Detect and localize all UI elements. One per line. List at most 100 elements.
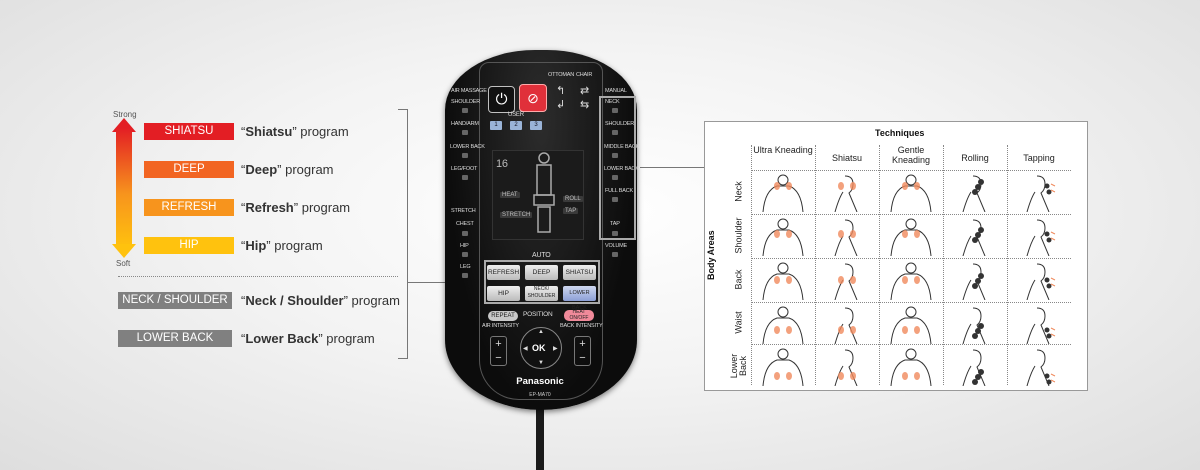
- techniques-title: Techniques: [875, 128, 925, 138]
- dpad-left-icon[interactable]: ◀: [523, 346, 528, 352]
- dpad-up-icon[interactable]: ▲: [538, 329, 544, 335]
- remote-cord: [536, 400, 544, 470]
- power-button[interactable]: ⏻: [488, 86, 515, 113]
- grid-line: [751, 214, 1071, 215]
- badge-hip: HIP: [144, 237, 234, 254]
- power-icon: ⏻: [495, 91, 508, 108]
- led-tap: [612, 231, 618, 236]
- col-gentle-kneading: Gentle Kneading: [891, 145, 931, 165]
- label-air-massage: AIR MASSAGE: [451, 88, 487, 94]
- technique-cell-illustration: [834, 263, 858, 300]
- badge-deep: DEEP: [144, 161, 234, 178]
- model-number: EP-MA70: [529, 392, 551, 398]
- dpad-down-icon[interactable]: ▼: [538, 360, 544, 366]
- lcd-tag-heat: HEAT: [500, 192, 520, 198]
- technique-cell-illustration: [962, 219, 986, 256]
- label-manual: MANUAL: [605, 88, 627, 94]
- ottoman-up-button[interactable]: ↰: [556, 85, 566, 97]
- lcd-chair-icon: [533, 152, 555, 233]
- label-neck: NECK: [605, 99, 620, 105]
- ottoman-down-button[interactable]: ↲: [556, 99, 566, 111]
- stop-icon: ⊘: [527, 90, 539, 106]
- chair-recline-button[interactable]: ⇄: [580, 85, 590, 97]
- back-intensity-stepper[interactable]: +−: [574, 336, 591, 366]
- technique-cell-illustration: [1026, 263, 1056, 300]
- technique-cell-illustration: [762, 174, 804, 212]
- label-ottoman: OTTOMAN: [548, 72, 574, 78]
- led-full-back: [612, 197, 618, 202]
- label-stretch: STRETCH: [451, 208, 476, 214]
- user-3-button[interactable]: 3: [530, 121, 542, 130]
- program-text-refresh: “Refresh” program: [241, 200, 351, 215]
- lcd-tag-tap: TAP: [563, 208, 579, 214]
- technique-cell-illustration: [1026, 219, 1056, 256]
- user-1-button[interactable]: 1: [490, 121, 502, 130]
- led-shoulder-air: [462, 108, 468, 113]
- badge-shiatsu: SHIATSU: [144, 123, 234, 140]
- technique-cell-illustration: [834, 219, 858, 256]
- technique-cell-illustration: [1026, 175, 1056, 212]
- grid-line: [751, 170, 1071, 171]
- dpad-right-icon[interactable]: ▶: [553, 346, 558, 352]
- auto-deep-button[interactable]: DEEP: [525, 265, 558, 280]
- label-chest: CHEST: [456, 221, 474, 227]
- auto-hip-button[interactable]: HIP: [487, 286, 520, 301]
- grid-line: [1007, 145, 1008, 385]
- auto-neck-shoulder-button[interactable]: NECK/ SHOULDER: [525, 286, 558, 301]
- position-dpad[interactable]: [520, 327, 562, 369]
- label-shoulder: SHOULDER: [605, 121, 634, 127]
- label-leg-foot: LEG/FOOT: [451, 166, 478, 172]
- stop-button[interactable]: ⊘: [519, 84, 547, 112]
- manual-highlight-box: [599, 96, 636, 240]
- chair-upright-button[interactable]: ⇆: [580, 99, 590, 111]
- program-text-shiatsu: “Shiatsu” program: [241, 124, 349, 139]
- label-hip: HIP: [460, 243, 469, 249]
- col-rolling: Rolling: [961, 153, 989, 163]
- led-lower-back-air: [462, 153, 468, 158]
- grid-line: [751, 258, 1071, 259]
- legend-divider: [118, 276, 398, 277]
- auto-label: AUTO: [532, 252, 551, 259]
- led-shoulder: [612, 130, 618, 135]
- back-intensity-label: BACK INTENSITY: [560, 323, 603, 329]
- label-tap: TAP: [610, 221, 620, 227]
- grid-line: [879, 145, 880, 385]
- technique-cell-illustration: [762, 218, 804, 256]
- grid-line: [815, 145, 816, 385]
- label-shoulder-air: SHOULDER: [451, 99, 480, 105]
- technique-cell-illustration: [890, 306, 932, 344]
- label-lower-back-air: LOWER BACK: [450, 144, 485, 150]
- label-middle-back: MIDDLE BACK: [604, 144, 640, 150]
- label-chair: CHAIR: [576, 72, 593, 78]
- label-leg: LEG: [460, 264, 471, 270]
- led-hip: [462, 252, 468, 257]
- grid-line: [943, 145, 944, 385]
- auto-shiatsu-button[interactable]: SHIATSU: [563, 265, 596, 280]
- row-neck: Neck: [733, 181, 744, 202]
- led-leg: [462, 273, 468, 278]
- technique-cell-illustration: [834, 175, 858, 212]
- technique-cell-illustration: [762, 306, 804, 344]
- technique-cell-illustration: [962, 175, 986, 212]
- remote-panel-outline: [479, 62, 603, 400]
- repeat-button[interactable]: REPEAT: [488, 311, 518, 321]
- heat-button[interactable]: HEAT ON/OFF: [564, 309, 594, 321]
- col-ultra-kneading: Ultra Kneading: [753, 145, 813, 155]
- ok-button[interactable]: OK: [532, 343, 546, 353]
- soft-label: Soft: [116, 259, 131, 268]
- technique-cell-illustration: [1026, 307, 1056, 344]
- air-intensity-label: AIR INTENSITY: [482, 323, 519, 329]
- lcd-tag-stretch: STRETCH: [500, 212, 533, 218]
- label-volume: VOLUME: [605, 243, 628, 249]
- air-intensity-stepper[interactable]: +−: [490, 336, 507, 366]
- badge-neck-shoulder: NECK / SHOULDER: [118, 292, 232, 309]
- user-2-button[interactable]: 2: [510, 121, 522, 130]
- auto-lower-back-button[interactable]: LOWER BACK: [563, 286, 596, 311]
- row-shoulder: Shoulder: [733, 217, 744, 254]
- grid-line: [751, 302, 1071, 303]
- auto-refresh-button[interactable]: REFRESH: [487, 265, 520, 280]
- led-lower-back: [612, 175, 618, 180]
- technique-cell-illustration: [834, 349, 858, 386]
- technique-cell-illustration: [962, 263, 986, 300]
- intensity-arrow-tail: [112, 244, 136, 258]
